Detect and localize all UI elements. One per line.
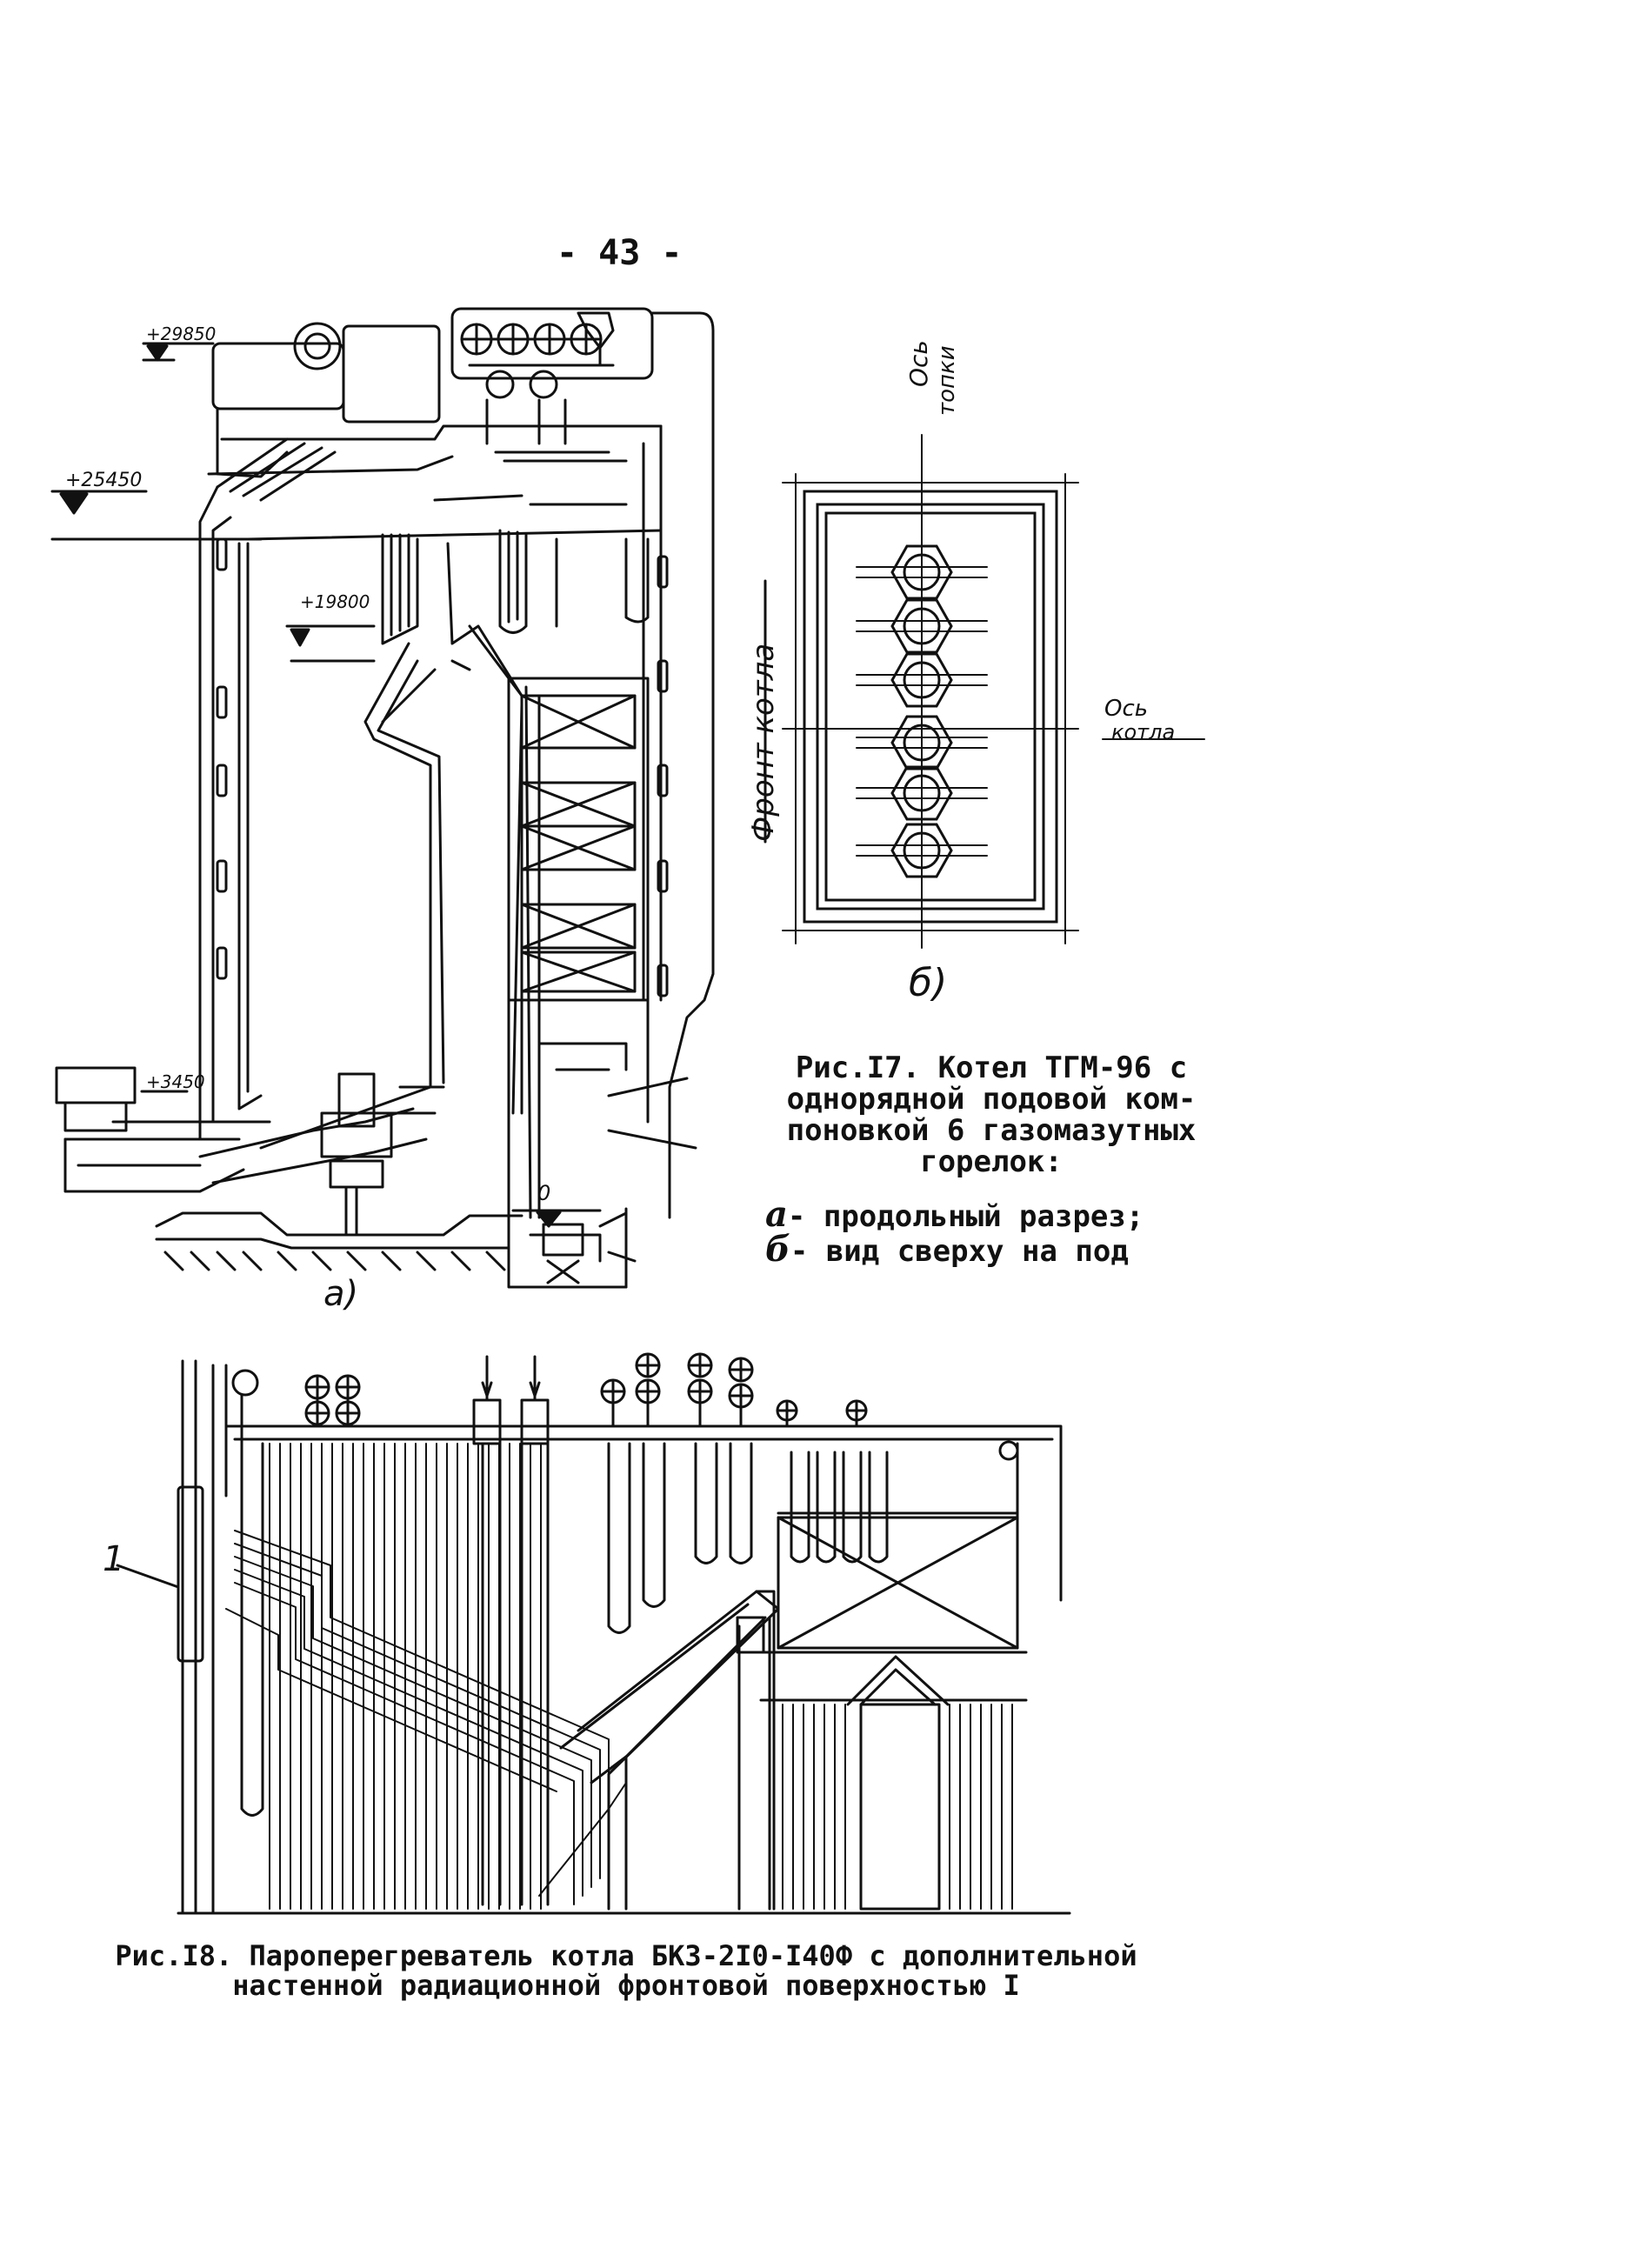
legend-letter: а bbox=[765, 1194, 788, 1235]
burner-row bbox=[857, 546, 987, 877]
subfigure-b-label: б) bbox=[909, 961, 948, 1005]
axis-boiler-label: котла bbox=[1111, 720, 1176, 744]
legend-item: б- вид сверху на под bbox=[765, 1232, 1144, 1269]
elevation-label: +29850 bbox=[146, 324, 217, 344]
caption-line: поновкой 6 газомазутных bbox=[786, 1113, 1197, 1148]
legend-item: а- продольный разрез; bbox=[765, 1197, 1144, 1234]
elevation-label: 0 bbox=[537, 1181, 551, 1205]
hearth bbox=[57, 1068, 635, 1287]
drum-area bbox=[209, 309, 661, 500]
collectors bbox=[306, 1354, 866, 1426]
diagonal-tubes bbox=[226, 1531, 626, 1904]
caption-line: горелок: bbox=[920, 1144, 1063, 1179]
caption-line: настенной радиационной фронтовой поверхн… bbox=[232, 1969, 1020, 2002]
convective-packages bbox=[509, 678, 696, 1217]
figure17-legend: а- продольный разрез; б- вид сверху на п… bbox=[765, 1197, 1144, 1269]
subfigure-a-label: а) bbox=[323, 1274, 359, 1314]
page-number: - 43 - bbox=[557, 233, 683, 273]
screen-tubes bbox=[270, 1444, 541, 1909]
caption-line: Рис.I7. Котел ТГМ-96 с bbox=[795, 1051, 1188, 1085]
legend-letter: б bbox=[765, 1229, 790, 1270]
elevation-label: +19800 bbox=[300, 591, 370, 612]
superheater-loops bbox=[609, 1444, 887, 1633]
elevation-label: +25450 bbox=[65, 470, 143, 491]
boiler-casing bbox=[200, 313, 713, 1217]
figure18-caption: Рис.I8. Пароперегреватель котла БКЗ-2I0-… bbox=[78, 1941, 1174, 2000]
axis-boiler-label: Ось bbox=[1104, 696, 1149, 722]
elevation-markers bbox=[52, 344, 600, 1226]
callout-label: 1 bbox=[103, 1539, 125, 1579]
elevation-label: +3450 bbox=[146, 1071, 205, 1092]
legend-text: - вид сверху на под bbox=[790, 1234, 1129, 1269]
caption-line: Рис.I8. Пароперегреватель котла БКЗ-2I0-… bbox=[115, 1939, 1137, 1972]
caption-line: однорядной подовой ком- bbox=[786, 1082, 1197, 1117]
figure17-caption: Рис.I7. Котел ТГМ-96 с однорядной подово… bbox=[765, 1052, 1217, 1177]
legend-text: - продольный разрез; bbox=[787, 1199, 1144, 1234]
